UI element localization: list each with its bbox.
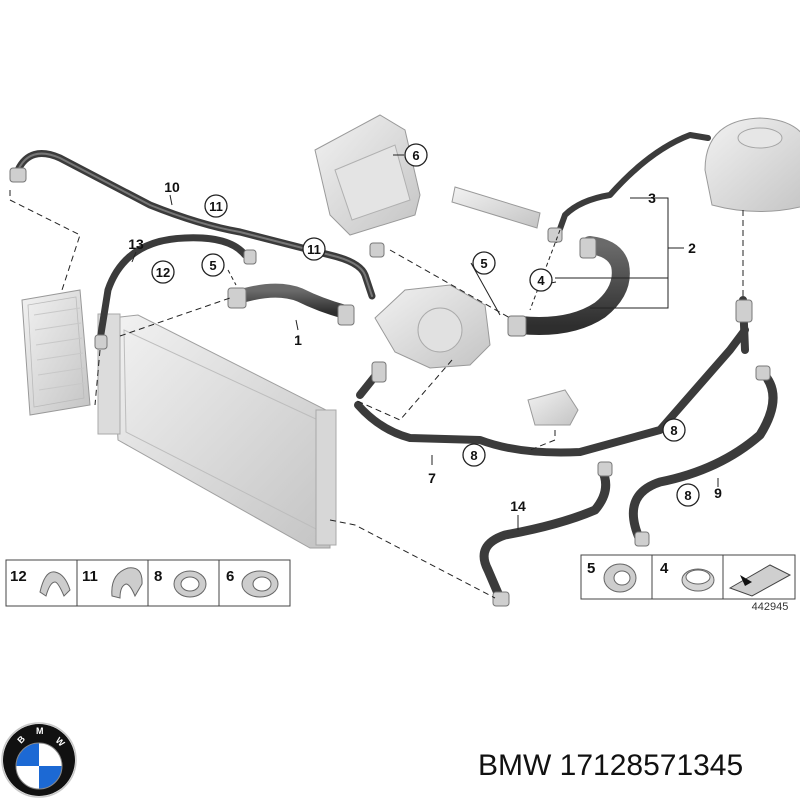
callout-8-c-label: 8	[684, 488, 691, 503]
callout-11-a: 11	[204, 194, 228, 218]
legend-number-8: 8	[154, 568, 162, 585]
auxiliary-pump	[527, 389, 579, 426]
part-number-10: 10	[164, 179, 180, 195]
legend-item-6: 6	[226, 568, 279, 598]
part-number-14: 14	[510, 498, 526, 514]
cut-marker-icon	[728, 564, 792, 597]
main-radiator	[97, 313, 337, 549]
callout-12: 12	[151, 260, 175, 284]
part-number-2: 2	[688, 240, 696, 256]
legend-number-12: 12	[10, 568, 27, 585]
legend-clamps: 5 4	[580, 554, 796, 600]
part-number-3: 3	[648, 190, 656, 206]
callout-8-b-label: 8	[670, 423, 677, 438]
part-number-13: 13	[128, 236, 144, 252]
legend-item-11: 11	[82, 567, 143, 599]
part-number-1: 1	[294, 332, 302, 348]
hoses	[14, 132, 778, 603]
callout-4: 4	[529, 268, 553, 292]
electronic-module	[314, 114, 421, 236]
callout-5-a: 5	[201, 253, 225, 277]
expansion-tank	[704, 117, 800, 212]
callout-11-b: 11	[302, 237, 326, 261]
callout-8-a-label: 8	[470, 448, 477, 463]
clip-icon	[39, 571, 71, 597]
part-number-7: 7	[428, 470, 436, 486]
svg-text:M: M	[36, 726, 44, 736]
legend-number-4: 4	[660, 560, 669, 577]
callout-8-c: 8	[676, 483, 700, 507]
legend-number-5: 5	[587, 560, 595, 577]
callout-8-b: 8	[662, 418, 686, 442]
thermostat-housing	[374, 284, 491, 369]
clamp-clip-icon	[111, 567, 143, 599]
part-number-9: 9	[714, 485, 722, 501]
callout-4-label: 4	[537, 273, 545, 288]
auxiliary-radiator	[21, 289, 91, 416]
callout-11-a-label: 11	[209, 199, 223, 214]
legend-small-parts: 12 11 8 6	[5, 559, 291, 607]
bmw-logo: B M W	[1, 722, 77, 798]
legend-item-5: 5	[587, 560, 637, 593]
legend-number-11: 11	[82, 568, 98, 585]
callout-5-b: 5	[472, 251, 496, 275]
callout-5-b-label: 5	[480, 256, 487, 271]
connectors	[9, 167, 771, 607]
pipe-fitting	[451, 186, 541, 229]
callout-6-label: 6	[412, 148, 419, 163]
legend-item-8: 8	[154, 568, 207, 598]
legend-item-12: 12	[10, 568, 71, 597]
legend-number-6: 6	[226, 568, 234, 585]
callout-12-label: 12	[156, 265, 170, 280]
legend-item-4: 4	[660, 560, 715, 592]
callout-5-a-label: 5	[209, 258, 216, 273]
callout-6: 6	[404, 143, 428, 167]
part-number-caption: BMW 17128571345	[478, 749, 743, 782]
callout-11-b-label: 11	[307, 242, 321, 257]
diagram-reference-number: 442945	[752, 601, 789, 613]
callout-8-a: 8	[462, 443, 486, 467]
